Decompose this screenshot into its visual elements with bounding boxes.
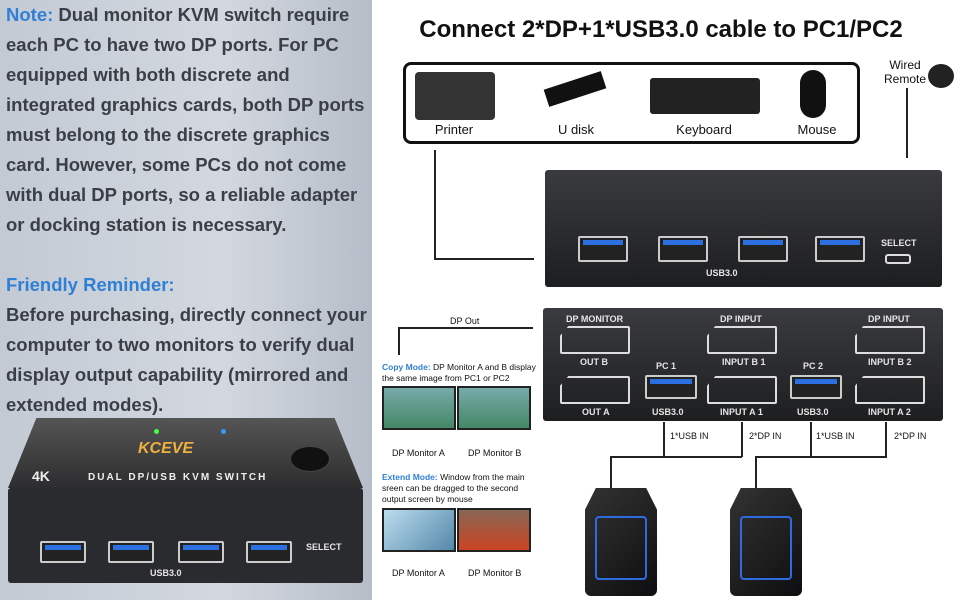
kvm-front-panel	[545, 170, 942, 287]
reminder-text: Before purchasing, directly connect your…	[6, 304, 367, 415]
select-knob	[290, 446, 330, 472]
dp-port-input-b2	[855, 326, 925, 354]
peripherals-box	[403, 62, 860, 144]
usb-port	[246, 541, 292, 563]
extend-mode-text: Extend Mode: Window from the main sreen …	[382, 472, 525, 504]
dp-port-out-b	[560, 326, 630, 354]
dp-port-input-a2	[855, 376, 925, 404]
left-info-panel: Note: Dual monitor KVM switch require ea…	[0, 0, 372, 600]
note-text: Note: Dual monitor KVM switch require ea…	[6, 0, 371, 420]
pc1-tower-icon	[585, 488, 657, 596]
monitor-b-image	[457, 508, 531, 552]
dp-port-out-a	[560, 376, 630, 404]
pc2-tower-icon	[730, 488, 802, 596]
usb-port	[178, 541, 224, 563]
usb-port	[108, 541, 154, 563]
front-usb-port	[658, 236, 708, 262]
dp-out-label: DP Out	[450, 316, 480, 326]
wired-remote-label: Wired Remote	[883, 58, 927, 86]
led-green	[154, 429, 159, 434]
led-blue	[221, 429, 226, 434]
dp-port-input-b1	[707, 326, 777, 354]
mouse-icon	[800, 70, 826, 118]
keyboard-icon	[650, 78, 760, 114]
monitor-b-image	[457, 386, 531, 430]
front-usb-port	[578, 236, 628, 262]
select-port	[885, 254, 911, 264]
usb-port	[40, 541, 86, 563]
diagram-title: Connect 2*DP+1*USB3.0 cable to PC1/PC2	[419, 16, 903, 43]
copy-mode-text: Copy Mode: DP Monitor A and B display th…	[382, 362, 536, 383]
wired-remote-icon	[928, 64, 954, 88]
pc2-usb-port	[790, 375, 842, 399]
monitor-a-image	[382, 386, 456, 430]
front-usb-port	[815, 236, 865, 262]
brand-logo: KCEVE	[138, 440, 194, 457]
front-usb-port	[738, 236, 788, 262]
printer-icon	[415, 72, 495, 120]
kvm-product-photo: KCEVE 4K DUAL DP/USB KVM SWITCH SELECT U…	[8, 418, 363, 588]
pc1-usb-port	[645, 375, 697, 399]
dp-port-input-a1	[707, 376, 777, 404]
monitor-a-image	[382, 508, 456, 552]
reminder-heading: Friendly Reminder:	[6, 274, 175, 295]
